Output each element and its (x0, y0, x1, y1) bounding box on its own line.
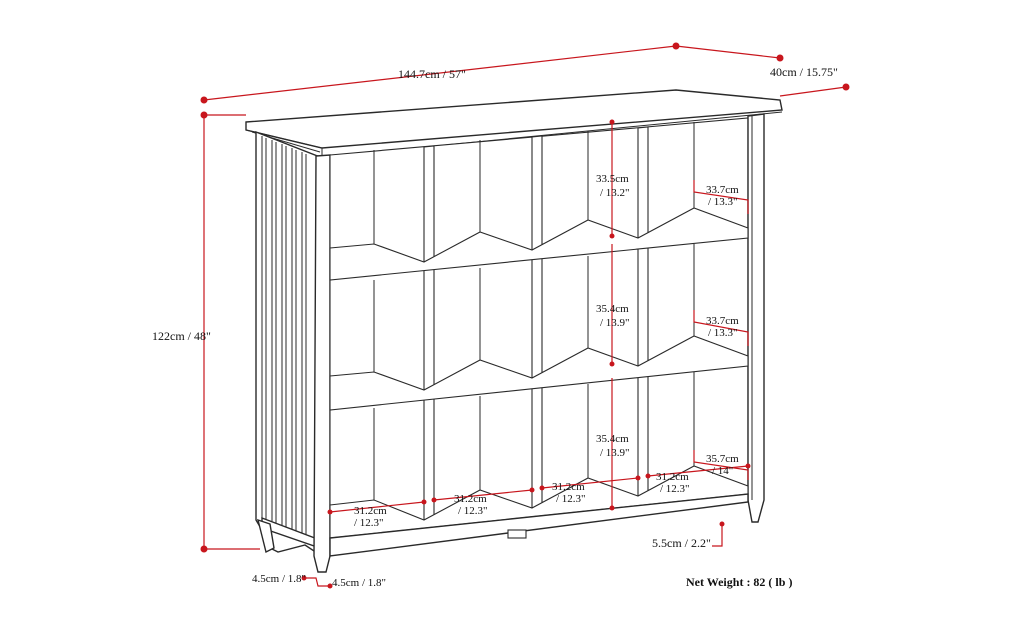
cubby-width-2-cm: 31.2cm (454, 493, 487, 505)
front-left-stile (313, 154, 331, 573)
net-weight-label: Net Weight : 82 ( lb ) (686, 575, 792, 589)
cubby-width-2-in: / 12.3" (458, 505, 488, 517)
width-label: 144.7cm / 57" (398, 67, 466, 81)
leg-side-label: 4.5cm / 1.8" (332, 577, 386, 589)
mid-row-height-cm: 35.4cm (596, 303, 629, 315)
mid-cubby-depth-cm: 33.7cm (706, 315, 739, 327)
mid-cubby-depth-in: / 13.3" (708, 327, 738, 339)
dimension-lines (200, 42, 850, 589)
right-stile (747, 113, 765, 523)
top-cubby-depth-cm: 33.7cm (706, 184, 739, 196)
mid-row-height-in: / 13.9" (600, 317, 630, 329)
cubby-width-4-cm: 31.2cm (656, 471, 689, 483)
bottom-cubby-depth-in: / 14" (712, 465, 733, 477)
bottom-row-height-cm: 35.4cm (596, 433, 629, 445)
cubby-width-3-cm: 31.2cm (552, 481, 585, 493)
left-back-leg (257, 518, 275, 554)
top-cubby-depth-in: / 13.3" (708, 196, 738, 208)
side-panel-grooves (261, 136, 307, 540)
leg-front-label: 4.5cm / 1.8" (252, 573, 306, 585)
bottom-row-height-in: / 13.9" (600, 447, 630, 459)
cubby-width-4-in: / 12.3" (660, 483, 690, 495)
base-height-label: 5.5cm / 2.2" (652, 536, 711, 550)
cubby-width-3-in: / 12.3" (556, 493, 586, 505)
top-row-height-in: / 13.2" (600, 187, 630, 199)
cubby-width-1-in: / 12.3" (354, 517, 384, 529)
top-row-height-cm: 33.5cm (596, 173, 629, 185)
cubby-width-1-cm: 31.2cm (354, 505, 387, 517)
bottom-cubby-depth-cm: 35.7cm (706, 453, 739, 465)
bottom-kick (329, 493, 749, 557)
height-label: 122cm / 48" (152, 329, 211, 343)
depth-label: 40cm / 15.75" (770, 65, 838, 79)
